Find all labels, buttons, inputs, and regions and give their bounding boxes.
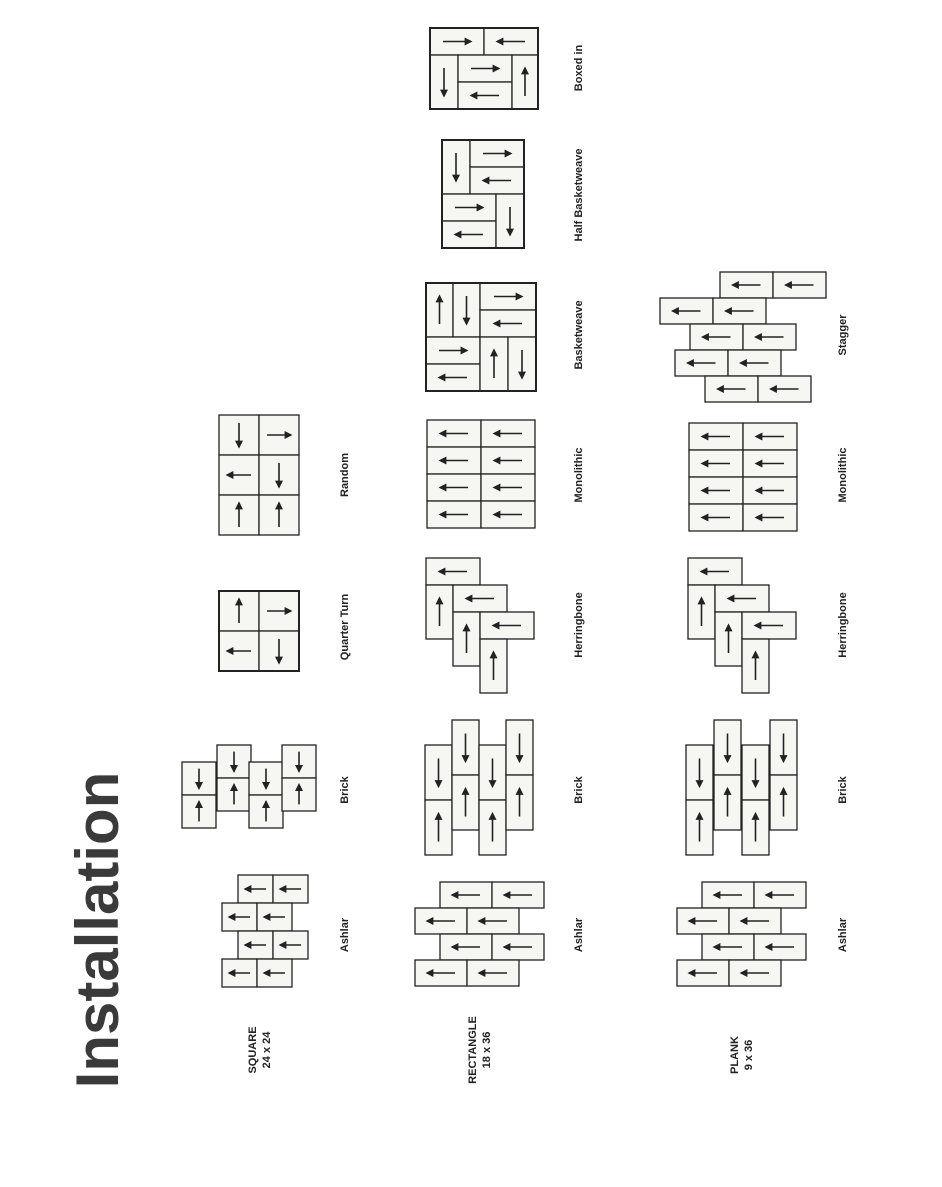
pattern-frame (429, 27, 539, 110)
label-square-random: Random (339, 453, 351, 497)
tile-diagrams (181, 27, 827, 988)
tile (741, 799, 770, 856)
pattern-plank-brick (685, 719, 798, 856)
label-plank-herringbone: Herringbone (837, 592, 849, 657)
pattern-rectangle-half-basketweave (441, 139, 525, 249)
pattern-rectangle-monolithic (426, 419, 536, 529)
tile (479, 611, 535, 640)
label-rectangle-half-basketweave: Half Basketweave (573, 149, 585, 242)
label-rectangle-basketweave: Basketweave (573, 300, 585, 369)
row-label-plank: PLANK 9 x 36 (729, 1036, 755, 1074)
pattern-rectangle-ashlar (414, 881, 545, 987)
pattern-plank-herringbone (687, 557, 797, 694)
row-label-rectangle-line2: 18 x 36 (481, 1032, 493, 1069)
row-label-square-line1: SQUARE (247, 1026, 259, 1073)
pattern-rectangle-herringbone (425, 557, 535, 694)
label-square-brick: Brick (339, 775, 351, 803)
label-plank-brick: Brick (837, 775, 849, 803)
pattern-plank-stagger (659, 271, 827, 403)
label-plank-ashlar: Ashlar (837, 917, 849, 952)
pattern-rectangle-basketweave (425, 282, 537, 392)
row-label-square-line2: 24 x 24 (261, 1031, 273, 1069)
label-rectangle-herringbone: Herringbone (573, 592, 585, 657)
tile (742, 503, 798, 532)
label-rectangle-ashlar: Ashlar (573, 917, 585, 952)
pattern-square-quarter-turn (218, 590, 300, 672)
pattern-square-ashlar (221, 874, 309, 988)
label-plank-monolithic: Monolithic (837, 448, 849, 503)
pattern-square-brick (181, 744, 317, 829)
pattern-frame (218, 590, 300, 672)
page-title: Installation (64, 772, 131, 1089)
label-plank-stagger: Stagger (837, 314, 849, 356)
row-label-square: SQUARE 24 x 24 (247, 1026, 273, 1073)
pattern-frame (441, 139, 525, 249)
label-rectangle-monolithic: Monolithic (573, 448, 585, 503)
label-rectangle-brick: Brick (573, 775, 585, 803)
pattern-square-random (218, 414, 300, 536)
pattern-frame (425, 282, 537, 392)
row-label-rectangle-line1: RECTANGLE (467, 1016, 479, 1084)
tile (480, 473, 536, 502)
row-label-plank-line2: 9 x 36 (743, 1040, 755, 1071)
pattern-plank-ashlar (676, 881, 807, 987)
tile (505, 719, 534, 776)
pattern-rectangle-brick (424, 719, 534, 856)
row-label-plank-line1: PLANK (729, 1036, 741, 1074)
label-square-quarter-turn: Quarter Turn (339, 594, 351, 661)
row-label-rectangle: RECTANGLE 18 x 36 (467, 1016, 493, 1084)
label-rectangle-boxed-in: Boxed in (573, 44, 585, 91)
pattern-plank-monolithic (688, 422, 798, 532)
tile (688, 422, 744, 451)
pattern-rectangle-boxed-in (429, 27, 539, 110)
label-square-ashlar: Ashlar (339, 917, 351, 952)
